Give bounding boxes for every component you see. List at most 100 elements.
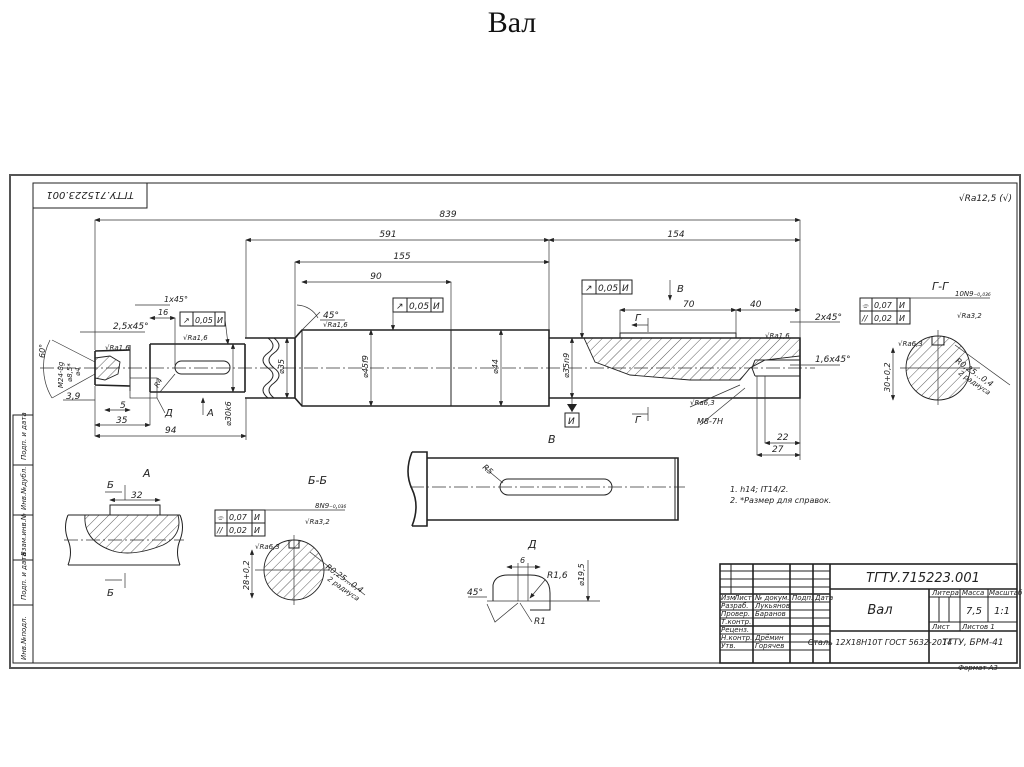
- label-drawing-side-stamp-1: Подп. и дата: [20, 552, 28, 600]
- drawing-rect: [109, 504, 161, 516]
- label-drawing-tolerances-datum: И: [254, 513, 260, 522]
- drawing-line: [689, 384, 741, 408]
- drawing-path: [294, 329, 550, 407]
- label-drawing-views-V: В: [548, 433, 556, 446]
- drawing-rect: [32, 182, 148, 209]
- label-drawing-side-stamp-0: Инв.№подл.: [20, 616, 28, 660]
- label-drawing-section-gg-ra-side: √Ra6,3: [898, 340, 923, 348]
- label-drawing-dims-d154: 154: [667, 230, 684, 240]
- tolerance-frame-bb: ⌯ 0,07 И // 0,02 И: [214, 509, 266, 537]
- drawing-path: [632, 407, 649, 421]
- label-drawing-section-gg-keyway: 10N9₋₀,₀₃₆: [955, 290, 991, 298]
- label-drawing-title-block-name: Вал: [867, 603, 892, 618]
- main-shaft-view: 839 591 154 155 90 45° √Ra1,6 ↗ 0,05 И: [38, 210, 851, 460]
- label-drawing-dims-r4: R4: [153, 377, 165, 389]
- label-drawing-view-d-phi19-5: ⌀19,5: [577, 563, 586, 586]
- section-G-G: Г-Г ⌯ 0,07 И // 0,02 И 10N9₋₀,₀₃₆ √Ra3,2…: [859, 280, 1011, 405]
- label-drawing-title-block-roles-0: Разраб.: [721, 602, 749, 610]
- label-drawing-views-D: Д: [164, 408, 173, 419]
- label-drawing-designation-rotated: ТГТУ.715223.001: [46, 189, 134, 200]
- drawing-path: [43, 339, 53, 399]
- label-drawing-section-gg-ra: √Ra3,2: [957, 312, 982, 320]
- drawing-path: [262, 337, 274, 399]
- drawing-path: [427, 457, 679, 521]
- label-drawing-title-block-lit-label: Литера: [931, 589, 959, 597]
- drawing-line: [519, 602, 533, 623]
- label-drawing-tolerances-runout-symbol: ↗: [183, 316, 190, 325]
- drawing-rect: [619, 332, 737, 339]
- label-drawing-tolerances-datum: И: [899, 301, 905, 310]
- label-drawing-view-a-keyway-length: 32: [131, 491, 143, 501]
- label-drawing-section-bb-keyway: 8N9₋₀,₀₃₆: [315, 502, 346, 510]
- label-drawing-view-d-r1-6: R1,6: [547, 571, 568, 581]
- label-drawing-dims-ra-thread: √Ra6,3: [690, 399, 715, 407]
- label-drawing-title-block-material: Сталь 12Х18Н10Т ГОСТ 5632-2014: [808, 638, 952, 647]
- label-drawing-dims-d3-9: 3,9: [66, 392, 81, 402]
- label-drawing-tolerances-runout-value: 0,05: [598, 284, 618, 294]
- drawing-path: [84, 514, 180, 554]
- label-drawing-title-block-sheets: Листов 1: [961, 623, 995, 631]
- label-drawing-title-block-sheet: Лист: [931, 623, 951, 631]
- general-roughness: √Ra12,5 (√): [959, 193, 1012, 204]
- drawing-rect: [174, 360, 231, 375]
- label-drawing-dims-phi35: ⌀35: [277, 359, 286, 374]
- label-drawing-tolerances-sym-symbol: ⌯: [217, 513, 224, 522]
- label-drawing-side-stamp-4: Подп. и дата: [20, 412, 28, 460]
- label-drawing-views-B: Б: [107, 480, 114, 491]
- label-drawing-tolerances-runout-symbol: ↗: [396, 302, 404, 312]
- label-drawing-views-A: А: [206, 408, 214, 419]
- label-drawing-dims-m8: M8-7H: [697, 417, 723, 426]
- drawing-line: [529, 579, 546, 599]
- label-drawing-section-bb-ra-side: √Ra6,3: [255, 543, 280, 551]
- label-drawing-title-block-mass-label: Масса: [962, 589, 984, 597]
- label-drawing-title-block-names-1: Баранов: [755, 610, 786, 618]
- label-drawing-tolerances-datum: И: [622, 284, 629, 294]
- drawing-rect: [564, 412, 580, 428]
- label-drawing-views-A: А: [142, 467, 151, 480]
- technical-notes: 1. h14; IT14/2. 2. *Размер для справок.: [730, 485, 831, 505]
- drawing-line: [954, 344, 1011, 386]
- drawing-line: [699, 387, 746, 426]
- label-drawing-dims-ch1-6x45: 1,6x45°: [815, 355, 851, 365]
- drawing-line: [484, 467, 504, 484]
- label-drawing-dims-d839: 839: [439, 210, 456, 220]
- label-drawing-section-gg-depth: 30+0,2: [883, 362, 892, 392]
- runout-tolerance-journal: ↗ 0,05 И: [579, 279, 633, 339]
- drawing-path: [632, 318, 649, 332]
- label-drawing-title-block-roles-1: Провер.: [721, 610, 750, 618]
- slide-title: Вал: [487, 6, 537, 39]
- label-drawing-tolerances-sym-value: 0,07: [874, 301, 893, 310]
- label-drawing-title-block-cols-sign: Подп.: [792, 594, 813, 602]
- label-drawing-tolerances-par-symbol: //: [216, 526, 224, 535]
- label-drawing-dims-d5: 5: [120, 401, 126, 411]
- label-drawing-dims-d155: 155: [393, 252, 410, 262]
- label-drawing-tolerances-datum: И: [254, 526, 260, 535]
- label-drawing-tolerances-sym-value: 0,07: [229, 513, 248, 522]
- drawing-line: [224, 318, 230, 345]
- label-drawing-dims-d40: 40: [750, 300, 762, 310]
- tolerance-frame-gg: ⌯ 0,07 И // 0,02 И: [859, 297, 911, 325]
- side-stamp: Инв.№подл. Подп. и дата Взам.инв.№ Инв.№…: [12, 412, 34, 664]
- drawing-line: [301, 311, 321, 331]
- label-drawing-view-d-angle: 45°: [467, 588, 483, 598]
- label-drawing-dims-phi8-5: ⌀8,5*: [66, 363, 74, 382]
- label-drawing-notes-1: 2. *Размер для справок.: [730, 496, 831, 505]
- label-drawing-title-block-roles-3: Реценз.: [721, 626, 749, 634]
- label-drawing-dims-ch1x45: 1x45°: [164, 295, 188, 304]
- view-A: А 32 Б Б: [64, 467, 184, 599]
- label-drawing-tolerances-runout-value: 0,05: [409, 302, 429, 312]
- label-drawing-dims-phi4: ⌀4: [74, 367, 82, 376]
- label-drawing-title-block-roles-5: Утв.: [721, 642, 736, 650]
- label-drawing-views-BB: Б-Б: [308, 474, 327, 487]
- sheet-inner-frame: [32, 182, 1018, 664]
- label-drawing-title-block-scale-label: Масштаб: [989, 589, 1023, 597]
- label-drawing-dims-angle60: 60°: [38, 344, 47, 358]
- label-drawing-dims-m24: M24-8g: [57, 361, 65, 388]
- label-drawing-tolerances-par-value: 0,02: [874, 314, 892, 323]
- datum-I: И: [564, 398, 580, 428]
- label-drawing-dims-ra-shoulder: √Ra1,6: [323, 321, 348, 329]
- drawing-path: [407, 451, 428, 527]
- drawing-line: [159, 373, 176, 393]
- local-section-hatch: [583, 337, 801, 381]
